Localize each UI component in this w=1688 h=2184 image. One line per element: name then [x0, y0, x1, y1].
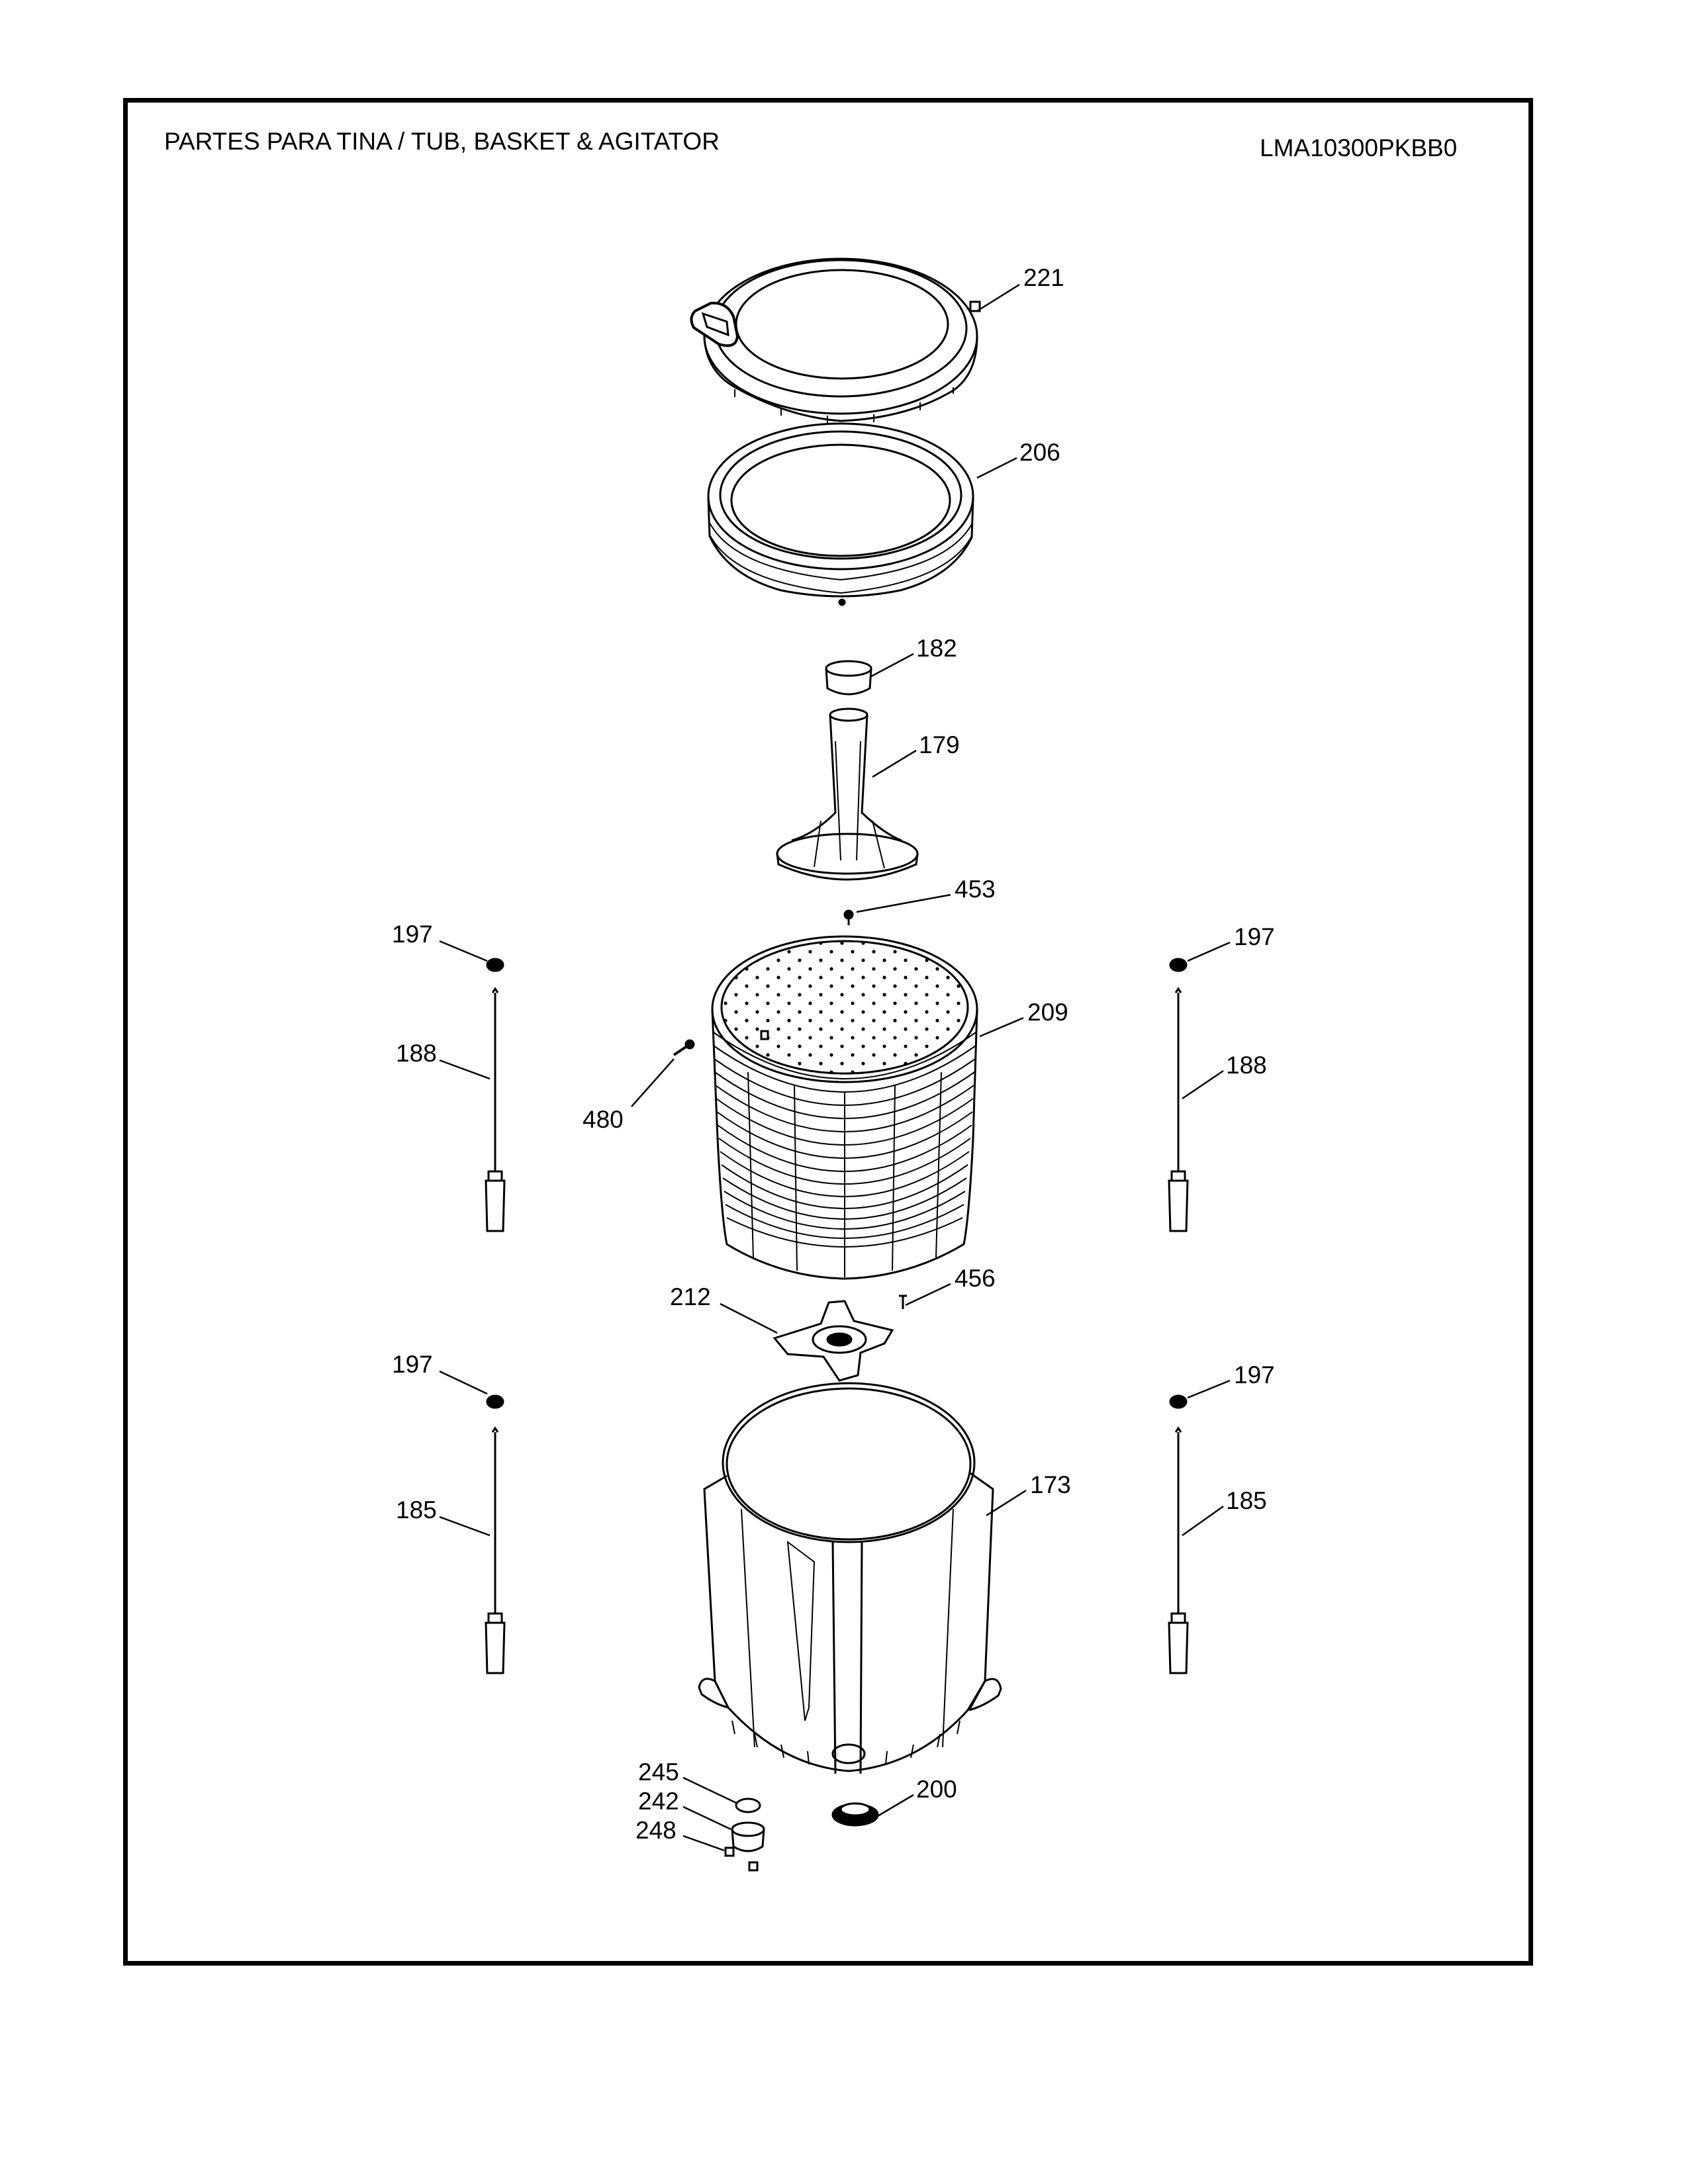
screw-456-part	[899, 1295, 907, 1309]
callout-188-right: 188	[1226, 1052, 1267, 1079]
callout-248: 248	[635, 1817, 677, 1844]
drain-seal-part	[831, 1802, 879, 1827]
callout-200: 200	[916, 1776, 957, 1803]
callout-480: 480	[583, 1106, 624, 1133]
callout-179: 179	[919, 731, 960, 758]
balance-ring-part	[707, 422, 974, 606]
callout-221: 221	[1023, 264, 1064, 291]
callout-185-left: 185	[396, 1496, 437, 1524]
suspension-rod-top-left	[485, 958, 506, 1232]
outer-tub-part	[698, 1382, 1002, 1774]
callout-206: 206	[1019, 439, 1060, 466]
page-title: PARTES PARA TINA / TUB, BASKET & AGITATO…	[164, 128, 720, 155]
callout-197-bottom-left: 197	[392, 1351, 433, 1378]
callout-453: 453	[955, 876, 996, 903]
callout-182: 182	[916, 635, 957, 662]
callout-212: 212	[670, 1283, 711, 1310]
drain-valve-assembly-part	[724, 1797, 765, 1872]
agitator-part	[776, 707, 919, 881]
spin-basket-part	[711, 935, 978, 1280]
callout-456: 456	[955, 1265, 996, 1292]
model-number: LMA10300PKBB0	[1260, 134, 1458, 161]
callout-242: 242	[638, 1788, 679, 1815]
suspension-rod-bottom-right	[1168, 1394, 1189, 1674]
callout-173: 173	[1030, 1471, 1071, 1498]
screw-480-part	[673, 1039, 695, 1056]
callout-197-top-left: 197	[392, 921, 433, 948]
callout-197-bottom-right: 197	[1234, 1361, 1275, 1388]
tub-cover-part	[690, 257, 981, 424]
agitator-cap-part	[825, 660, 872, 696]
suspension-rod-top-right	[1168, 958, 1189, 1232]
diagram-border	[123, 98, 1533, 1966]
suspension-rod-bottom-left	[485, 1394, 506, 1674]
callout-245: 245	[638, 1758, 679, 1786]
basket-hub-part	[773, 1300, 894, 1382]
callout-209: 209	[1027, 999, 1068, 1026]
callout-188-left: 188	[396, 1040, 437, 1067]
screw-453-part	[843, 909, 854, 925]
callout-197-top-right: 197	[1234, 923, 1275, 950]
callout-185-right: 185	[1226, 1487, 1267, 1514]
leader-lines	[439, 283, 1231, 1852]
